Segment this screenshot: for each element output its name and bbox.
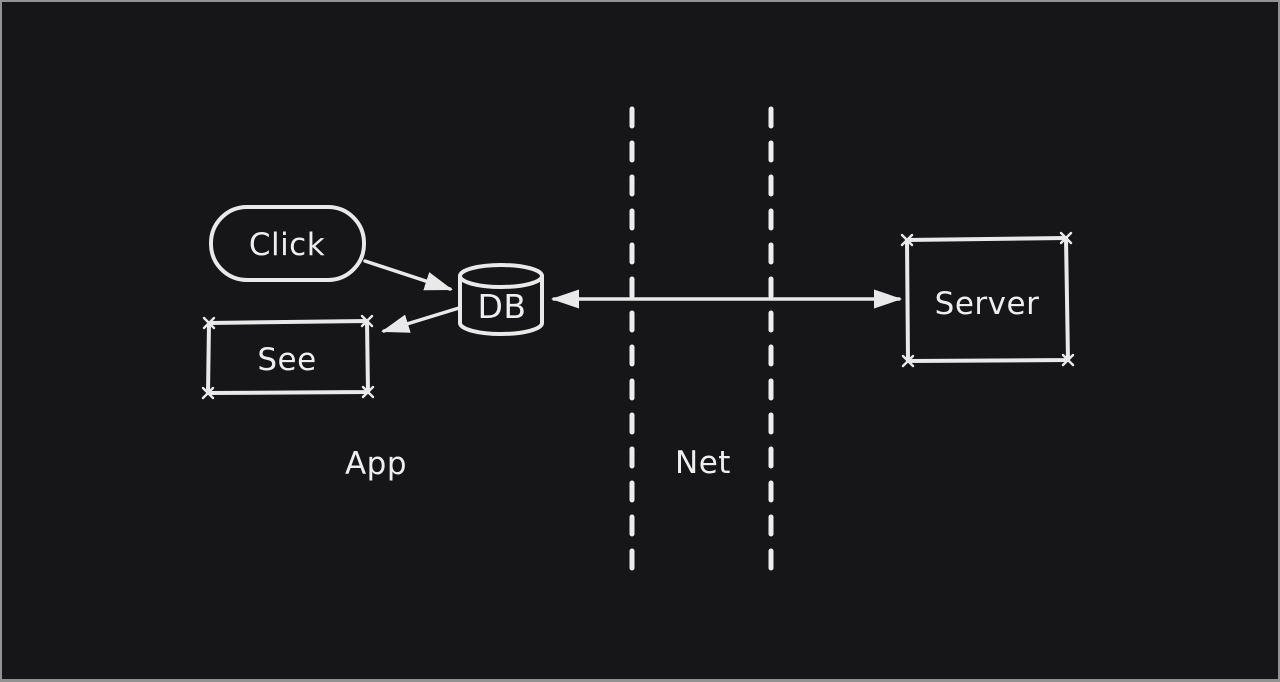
node-server[interactable]: Server [900, 231, 1075, 368]
server-corner-overshoots [900, 231, 1075, 368]
node-click[interactable]: Click [209, 205, 366, 282]
db-label: DB [477, 287, 526, 326]
zone-label-app[interactable]: App [345, 446, 407, 482]
see-corner-overshoots [201, 314, 375, 400]
arrow-line [363, 259, 453, 291]
click-label: Click [249, 227, 325, 263]
edge-db-to-see[interactable] [381, 306, 461, 333]
see-label: See [257, 342, 316, 378]
db-cylinder-body [458, 274, 544, 336]
server-label: Server [935, 286, 1040, 322]
db-cylinder-top [458, 263, 544, 289]
node-see[interactable]: See [201, 314, 375, 400]
edge-click-to-db[interactable] [363, 259, 453, 291]
node-db[interactable]: DB [458, 263, 544, 336]
arrow-line [381, 306, 461, 333]
click-stadium-shape [209, 205, 366, 282]
zone-label-net[interactable]: Net [675, 445, 731, 481]
